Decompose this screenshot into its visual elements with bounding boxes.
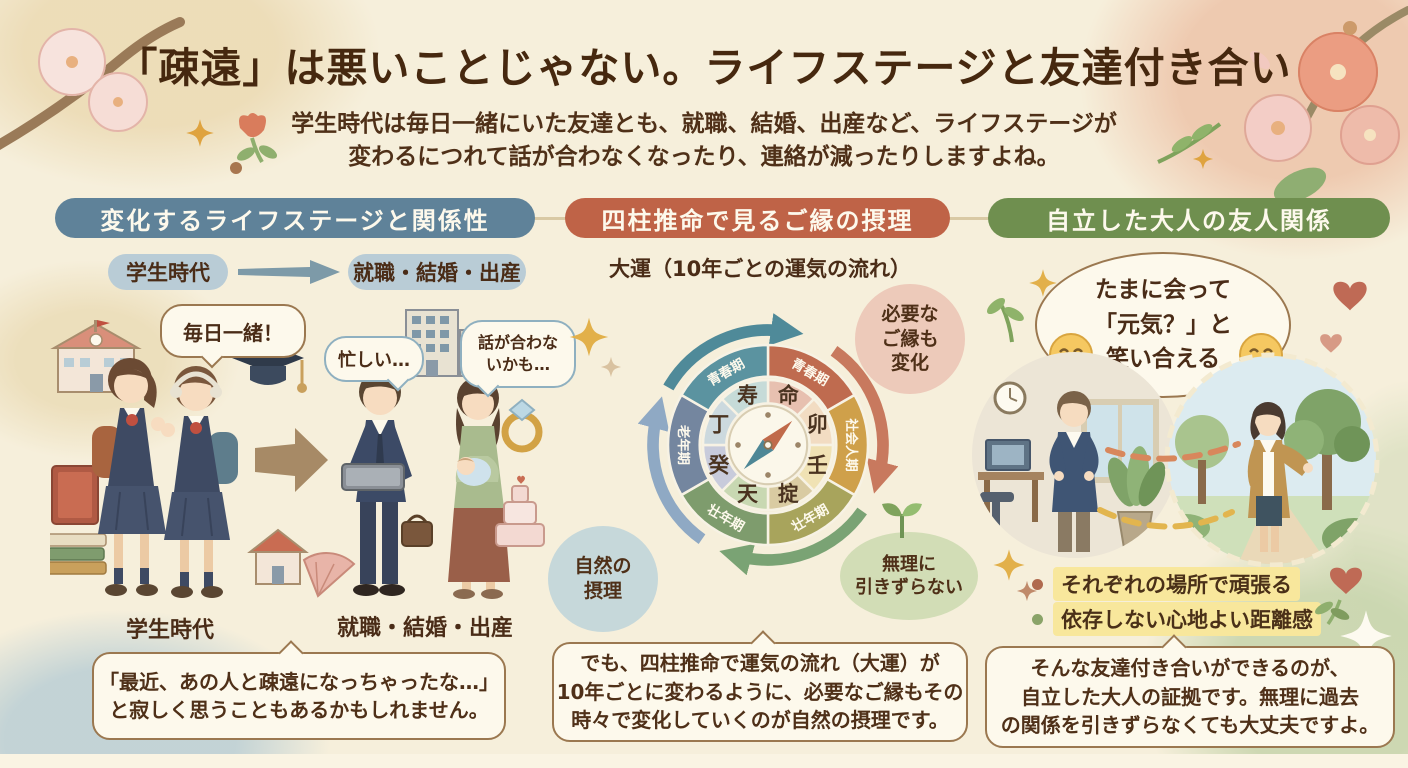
- blossom-icon: [38, 28, 106, 96]
- bullet-dot: [1032, 578, 1043, 590]
- page-title: 「疎遠」は悪いことじゃない。ライフステージと友達付き合い: [116, 44, 1292, 92]
- wheel-caption: 大運（10年ごとの運気の流れ）: [608, 257, 911, 281]
- stage-pill-student: 学生時代: [108, 254, 228, 290]
- schoolgirl-figure: [92, 358, 166, 596]
- svg-text:壬: 壬: [807, 454, 828, 478]
- books-icon: [50, 465, 107, 575]
- connection-arcs: [1097, 441, 1241, 530]
- svg-text:寿: 寿: [737, 384, 758, 408]
- svg-text:天: 天: [737, 482, 758, 506]
- compass-icon: [727, 404, 809, 486]
- transition-arrow-icon: [255, 428, 328, 492]
- sparkle-icon: [1192, 148, 1214, 170]
- bud-icon: [1343, 21, 1357, 35]
- wheel-inner-ring: [701, 378, 835, 512]
- office-man-figure: [1049, 391, 1099, 552]
- bullet-item: それぞれの場所で頑張る: [1032, 567, 1300, 601]
- note-box-left: 「最近、あの人と疎遠になっちゃったな…」 と寂しく思うこともあるかもしれません。: [92, 640, 506, 740]
- section-header-lifestage: 変化するライフステージと関係性: [55, 198, 535, 238]
- sparkle-icon: [1340, 610, 1392, 662]
- bubble-need-change: 必要な ご縁も 変化: [855, 284, 965, 394]
- cycle-arrows: [637, 313, 899, 576]
- clock-icon: [993, 381, 1027, 415]
- svg-text:卯: 卯: [807, 413, 828, 437]
- house-icon: [247, 528, 309, 585]
- businessman-figure: [341, 371, 433, 596]
- blossom-icon: [1340, 105, 1400, 165]
- bubble-natural-order: 自然の 摂理: [548, 526, 658, 632]
- wheel-inner-labels: 命 卯 壬 掟 天 癸 丁 寿: [707, 384, 828, 506]
- arrow-right-icon: [238, 260, 340, 284]
- desk-icon: [978, 439, 1044, 532]
- subtitle-line2: 変わるにつれて話が合わなくなったり、連絡が減ったりしますよね。: [348, 144, 1060, 170]
- sparkle-icon: [993, 549, 1025, 581]
- note-box-right: そんな友達付き合いができるのが、 自立した大人の証拠です。無理に過去 の関係を引…: [985, 634, 1395, 748]
- svg-text:癸: 癸: [707, 454, 729, 478]
- blossom-icon: [1298, 32, 1378, 112]
- heart-icon: [1333, 281, 1367, 311]
- chair-icon: [980, 492, 1014, 502]
- sprig-icon: [1157, 122, 1222, 164]
- speech-bubble-busy: 忙しい…: [324, 336, 424, 392]
- bubble-no-force: 無理に 引きずらない: [840, 532, 978, 620]
- tulip-icon: [230, 113, 278, 174]
- heart-icon: [1320, 334, 1342, 353]
- svg-text:社会人期: 社会人期: [843, 417, 860, 471]
- cherry-blossom-branch-icon: [0, 17, 185, 150]
- petal-icon: [1250, 51, 1270, 69]
- heart-flower-icon: [1315, 567, 1362, 626]
- sparkle-icon: [186, 119, 214, 147]
- sprig-icon: [986, 297, 1024, 343]
- section-header-friendship: 自立した大人の友人関係: [988, 198, 1390, 238]
- mother-baby-figure: [448, 377, 510, 599]
- leaf-icon: [1273, 167, 1327, 203]
- section-header-fortune: 四柱推命で見るご縁の摂理: [565, 198, 950, 238]
- bullet-dot: [1032, 613, 1043, 625]
- blossom-icon: [88, 72, 148, 132]
- wheel-outer-ring: [666, 343, 870, 547]
- stage-pill-adult: 就職・結婚・出産: [348, 254, 526, 290]
- svg-text:丁: 丁: [708, 413, 729, 437]
- cherry-blossoms-icon: [1244, 6, 1408, 203]
- bottom-strip: [0, 754, 1408, 768]
- svg-text:掟: 掟: [778, 482, 799, 506]
- plant-icon: [1107, 446, 1166, 549]
- sprout-icon: [882, 503, 922, 539]
- office-scene-circle: [972, 352, 1178, 558]
- blossom-icon: [1244, 94, 1312, 162]
- sparkle-icon: [569, 317, 609, 357]
- bullet-item: 依存しない心地よい距離感: [1032, 602, 1321, 636]
- sparkle-icon: [1016, 580, 1038, 602]
- park-woman-figure: [1247, 402, 1313, 552]
- scene-label-adult: 就職・結婚・出産: [336, 616, 513, 641]
- fan-icon: [302, 552, 356, 598]
- speech-bubble-nomatch: 話が合わな いかも…: [460, 320, 576, 398]
- schoolgirl-figure: [161, 366, 238, 598]
- sparkle-icon: [600, 356, 622, 378]
- subtitle-line1: 学生時代は毎日一緒にいた友達とも、就職、結婚、出産など、ライフステージが: [291, 111, 1117, 137]
- svg-text:命: 命: [778, 384, 799, 408]
- note-box-middle: でも、四柱推命で運気の流れ（大運）が 10年ごとに変わるように、必要なご縁もその…: [552, 630, 968, 742]
- scene-label-student: 学生時代: [125, 618, 214, 643]
- ring-icon: [501, 398, 543, 453]
- speech-bubble-everyday: 毎日一緒！: [160, 304, 306, 369]
- wedding-cake-icon: [495, 475, 545, 547]
- fortune-wheel: 青春期 社会人期 壮年期 壮年期 老年期 青春期 命 卯 壬 掟 天 癸 丁 寿: [637, 313, 899, 576]
- svg-text:老年期: 老年期: [675, 425, 692, 465]
- dashed-circle-outline: [1164, 352, 1380, 568]
- sparkle-icon: [1029, 269, 1057, 297]
